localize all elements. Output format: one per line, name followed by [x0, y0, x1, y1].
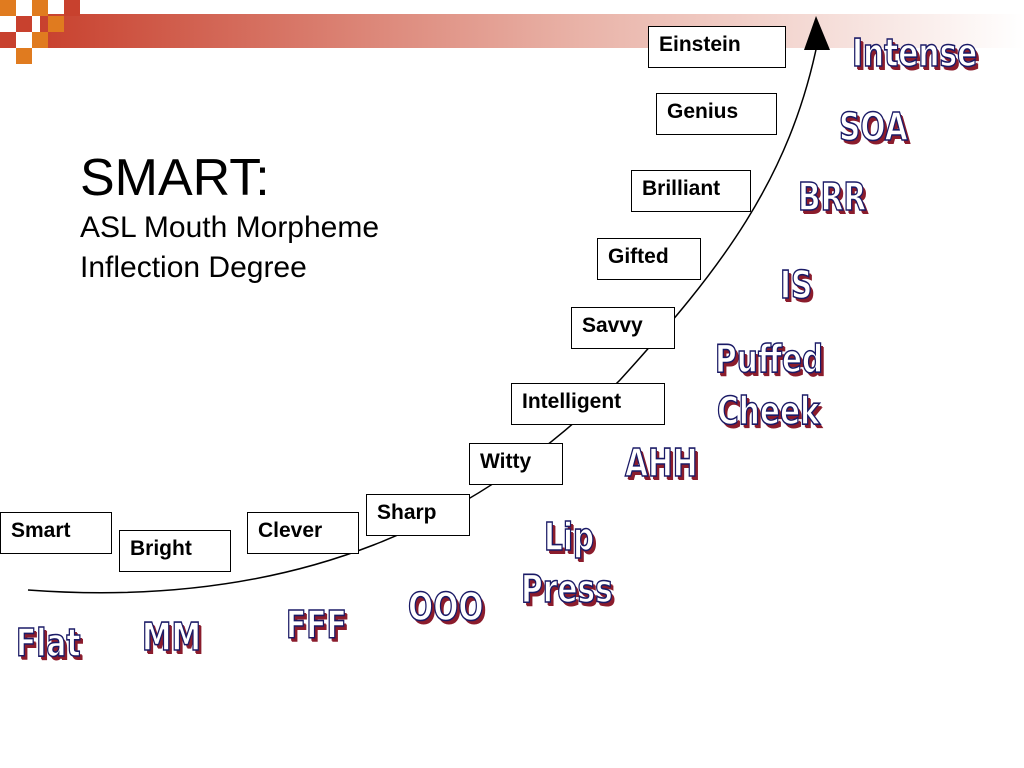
header-gradient-bar — [40, 14, 1024, 48]
curve-arrowhead — [804, 16, 830, 50]
title-block: SMART: ASL Mouth Morpheme Inflection Deg… — [80, 148, 379, 288]
morpheme-brr: BRR — [797, 174, 867, 220]
morpheme-is: IS — [779, 262, 813, 308]
word-box-einstein: Einstein — [648, 26, 786, 68]
checker-squares — [0, 0, 80, 64]
morpheme-ooo: OOO — [407, 584, 484, 630]
morpheme-puffed: Puffed — [714, 336, 824, 382]
decorative-header-band — [0, 0, 1024, 64]
morpheme-flat: Flat — [15, 620, 81, 666]
word-box-savvy: Savvy — [571, 307, 675, 349]
word-box-intelligent: Intelligent — [511, 383, 665, 425]
morpheme-ahh: AHH — [624, 440, 698, 486]
morpheme-press: Press — [520, 566, 613, 612]
word-box-clever: Clever — [247, 512, 359, 554]
subtitle-line-2: Inflection Degree — [80, 251, 307, 284]
word-box-sharp: Sharp — [366, 494, 470, 536]
word-box-smart: Smart — [0, 512, 112, 554]
subtitle-line-1: ASL Mouth Morpheme — [80, 211, 380, 244]
word-box-gifted: Gifted — [597, 238, 701, 280]
morpheme-fff: FFF — [285, 602, 347, 648]
word-box-genius: Genius — [656, 93, 777, 135]
page-title: SMART: — [80, 149, 270, 207]
word-box-witty: Witty — [469, 443, 563, 485]
morpheme-mm: MM — [141, 614, 201, 660]
morpheme-cheek: Cheek — [716, 388, 820, 434]
word-box-brilliant: Brilliant — [631, 170, 751, 212]
morpheme-soa: SOA — [838, 104, 908, 150]
morpheme-lip: Lip — [543, 514, 595, 560]
morpheme-intense: Intense — [851, 30, 978, 76]
word-box-bright: Bright — [119, 530, 231, 572]
